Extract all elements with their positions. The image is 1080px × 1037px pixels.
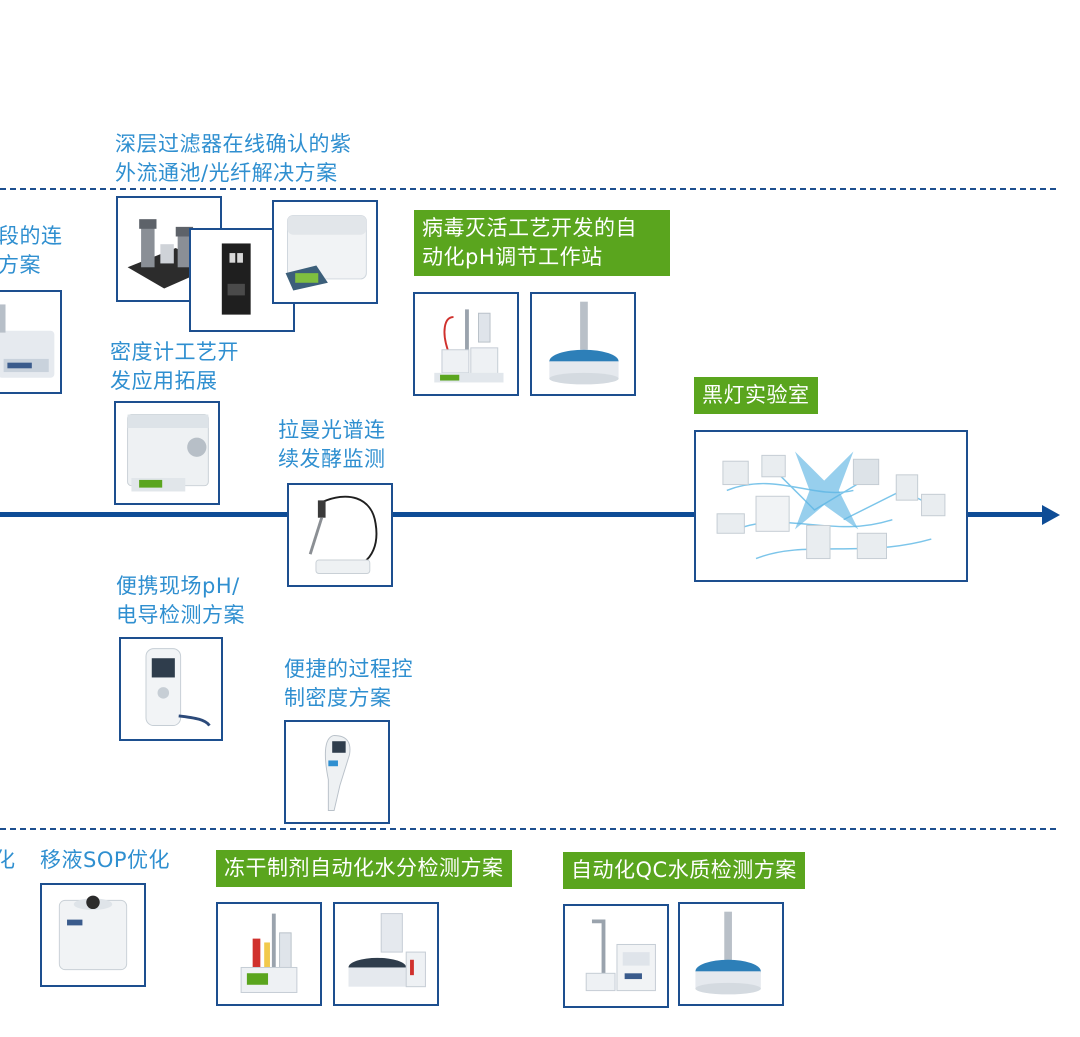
label-qc-water-quality: 自动化QC水质检测方案 [563, 852, 805, 889]
label-raman-fermentation-monitoring: 拉曼光谱连 续发酵监测 [278, 418, 386, 471]
image-dark-lab-network [694, 430, 968, 582]
label-density-meter-development: 密度计工艺开 发应用拓展 [110, 340, 239, 393]
bottom-dashed-divider [0, 828, 1056, 830]
top-dashed-divider [0, 188, 1056, 190]
label-virus-inactivation-ph-station: 病毒灭活工艺开发的自 动化pH调节工作站 [414, 210, 670, 276]
image-pipette-calibration-device [40, 883, 146, 987]
label-dark-lab: 黑灯实验室 [694, 377, 818, 414]
image-water-quality-analyzer [563, 904, 669, 1008]
timeline-arrowhead [1042, 505, 1060, 525]
image-autosampler-blue [530, 292, 636, 396]
image-density-meter [114, 401, 220, 505]
label-pipette-sop: 移液SOP优化 [40, 848, 171, 872]
label-cut-left: 段的连 方案 [0, 224, 63, 277]
label-cut-bottom-left: 化 [0, 848, 16, 872]
label-depth-filter-uv: 深层过滤器在线确认的紫 外流通池/光纤解决方案 [115, 132, 352, 185]
label-portable-ph-conductivity: 便携现场pH/ 电导检测方案 [116, 574, 245, 627]
image-autosampler-qc [678, 902, 784, 1006]
image-kf-oven-autosampler [333, 902, 439, 1006]
timeline-axis [0, 512, 1046, 517]
label-process-density-solution: 便捷的过程控 制密度方案 [284, 657, 413, 710]
image-raman-probe [287, 483, 393, 587]
image-portable-meter [119, 637, 223, 741]
image-ph-titrator [413, 292, 519, 396]
image-handheld-density-meter [284, 720, 390, 824]
image-karl-fischer-titrator [216, 902, 322, 1006]
image-cut-left-instrument [0, 290, 62, 394]
image-uv-spectrometer [272, 200, 378, 304]
label-freeze-dry-moisture: 冻干制剂自动化水分检测方案 [216, 850, 512, 887]
